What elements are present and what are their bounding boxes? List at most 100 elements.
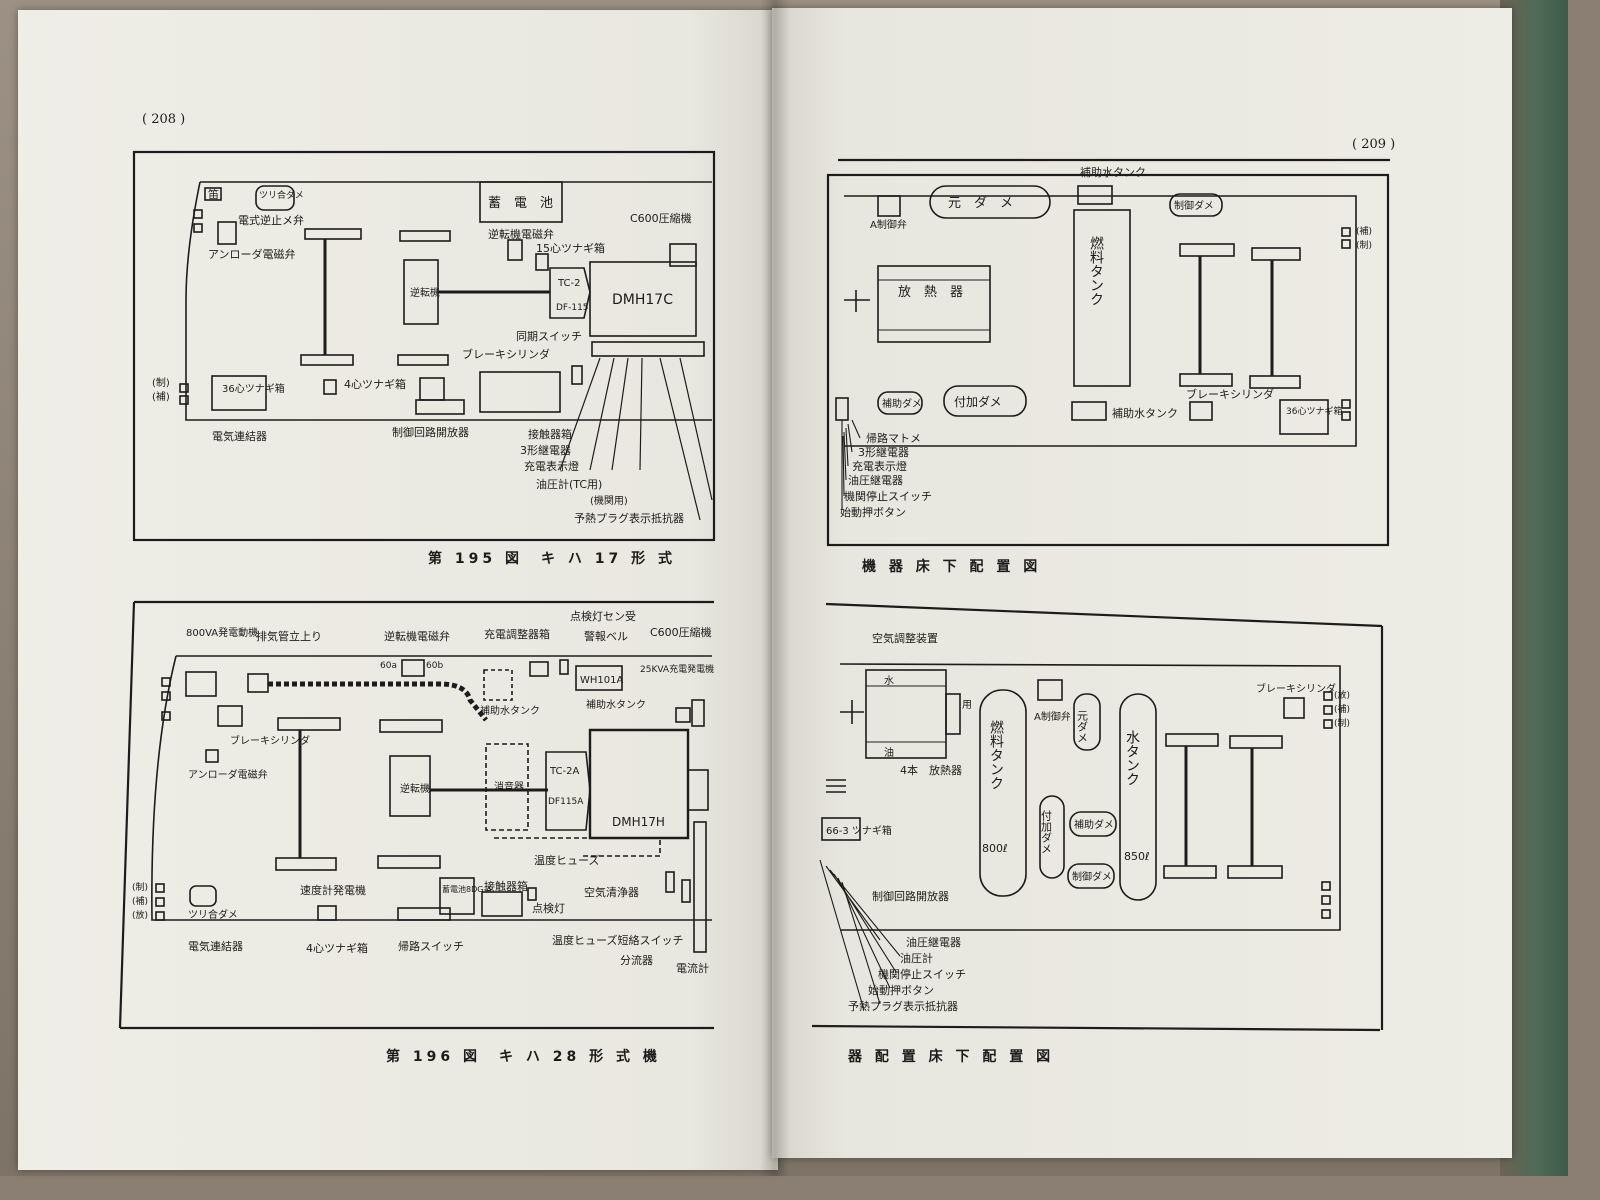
terminal: [155, 897, 165, 907]
compressor-box: [691, 699, 705, 727]
terminal: [1321, 895, 1331, 905]
ctrl-reservoir: [1067, 863, 1115, 889]
label-mark-control: (制): [1356, 239, 1372, 251]
label-fuel-tank: 燃料タンク: [1088, 235, 1104, 306]
label-add-res: 付加ダメ: [954, 394, 1002, 409]
label-fuel-tank: 燃料タンク: [988, 719, 1004, 790]
switch-panel: [835, 397, 849, 421]
inspect-lamp: [527, 887, 537, 901]
fig195-right-frame: [826, 173, 1390, 547]
label-ctrl-res: 制御ダメ: [1072, 870, 1112, 883]
label-water-tank: 水タンク: [1124, 730, 1140, 786]
label-jumper4: 4心ツナギ箱: [344, 377, 406, 391]
terminal: [1323, 719, 1333, 729]
label-air-cleaner: 空気清浄器: [584, 885, 639, 899]
left-page-number: ( 208 ): [142, 112, 186, 127]
battery-box: [439, 877, 475, 915]
label-reverse-valve: 電式逆止メ弁: [238, 213, 304, 227]
terminal: [1323, 691, 1333, 701]
fig196-right-diagram: 空気調整装置 水 用 油 4本 放熱器 燃料タンク 800ℓ A制御弁 元ダメ …: [811, 602, 1384, 1032]
terminal: [1341, 399, 1351, 409]
wheelset: [1227, 865, 1283, 879]
label-mark-aux: (補): [152, 390, 170, 403]
wheelset: [1163, 865, 1217, 879]
label-60a: 60a: [380, 661, 397, 671]
unloader-box: [217, 221, 237, 245]
label-air-cond: 空気調整装置: [872, 631, 938, 645]
car-body-outline: [185, 181, 712, 421]
label-engine-stop: 機関停止スイッチ: [844, 489, 932, 503]
contactor-box: [481, 891, 523, 917]
wheelset: [304, 228, 362, 240]
label-breaker: 制御回路開放器: [872, 889, 949, 903]
radiator-fins: [878, 279, 990, 331]
pipe-marks: [826, 779, 846, 793]
label-df115: DF-115: [556, 303, 589, 313]
car-body-outline-right: [839, 663, 1341, 931]
add-reservoir: [943, 385, 1027, 417]
fig196-left-diagram: 800VA発電動機 排気管立上り 逆転機電磁弁 60a 60b 充電調整器箱 点…: [118, 600, 714, 1030]
label-preheat: 予熱プラグ表示抵抗器: [848, 999, 958, 1013]
fan: [840, 700, 864, 724]
label-mark-control: (制): [152, 376, 170, 389]
label-compressor: C600圧縮機: [650, 625, 712, 639]
terminal: [161, 711, 171, 721]
label-oil-gauge: 油圧計(TC用): [536, 477, 602, 491]
sync-switch: [571, 365, 583, 385]
label-df115a: DF115A: [548, 797, 584, 807]
label-use: 用: [962, 700, 972, 711]
label-brake-cyl: ブレーキシリンダ: [1186, 387, 1274, 401]
jumper-box: [821, 817, 861, 841]
label-unloader: アンローダ電磁弁: [208, 247, 296, 261]
label-ammeter: 電流計: [676, 961, 709, 975]
brake-valve-box: [877, 195, 901, 217]
label-brake-reservoir: ツリ合ダメ: [188, 908, 238, 921]
label-reverser-valve: 逆転機電磁弁: [384, 629, 450, 643]
label-engine: DMH17H: [612, 815, 665, 829]
label-aux-res: 補助ダメ: [882, 397, 922, 410]
engine-box: [588, 728, 690, 840]
terminal: [155, 883, 165, 893]
label-charge-lamp: 充電表示燈: [852, 459, 907, 473]
label-engine-stop: 機関停止スイッチ: [878, 967, 966, 981]
label-preheat: 予熱プラグ表示抵抗器: [574, 511, 684, 525]
terminal: [179, 395, 189, 405]
label-relay3: 3形継電器: [858, 445, 909, 459]
label-coupler: 電気連結器: [212, 429, 267, 443]
aux-reservoir: [1069, 811, 1117, 837]
radiator-box: [865, 669, 947, 759]
ammeter-panel: [693, 821, 707, 953]
wheelset: [399, 230, 451, 242]
label-brake-valve: A制御弁: [1034, 710, 1071, 723]
tc2-box: [549, 267, 591, 319]
exhaust-box: [247, 673, 269, 693]
leader-lines: [819, 859, 901, 1011]
car-body-outline-right: [844, 195, 1357, 447]
fig196-left-frame: [118, 600, 714, 1030]
brake-reservoir-box: [255, 185, 295, 211]
contactor-box: [479, 371, 561, 413]
label-unloader: アンローダ電磁弁: [188, 768, 268, 781]
label-brake-reservoir: ツリ合ダメ: [259, 189, 304, 201]
muffler-box: [485, 743, 529, 831]
brake-cylinder: [217, 705, 243, 727]
fuel-tank: [979, 689, 1027, 897]
brake-valve-box: [1037, 679, 1063, 701]
jumper36-box: [211, 375, 267, 411]
fig195-caption-cont: 機 器 床 下 配 置 図: [862, 559, 1042, 575]
water-box: [945, 693, 961, 735]
label-mark-aux: (補): [1356, 225, 1372, 237]
label-oil-relay: 油圧継電器: [848, 473, 903, 487]
label-exhaust: 排気管立上り: [256, 629, 322, 643]
fuel-tank: [1073, 209, 1131, 387]
label-brake-cyl: ブレーキシリンダ: [1256, 682, 1336, 695]
terminal: [155, 911, 165, 921]
label-charge-lamp: 充電表示燈: [524, 459, 579, 473]
water-tank: [1119, 693, 1157, 901]
label-battery: 蓄電池8DG-A: [442, 884, 492, 894]
car-body-outline: [151, 655, 712, 921]
label-brake-cylinder: ブレーキシリンダ: [462, 347, 550, 361]
battery-box: [479, 181, 563, 223]
leader-lines: [559, 357, 713, 521]
label-jumper36: 36心ツナギ箱: [1286, 405, 1342, 417]
